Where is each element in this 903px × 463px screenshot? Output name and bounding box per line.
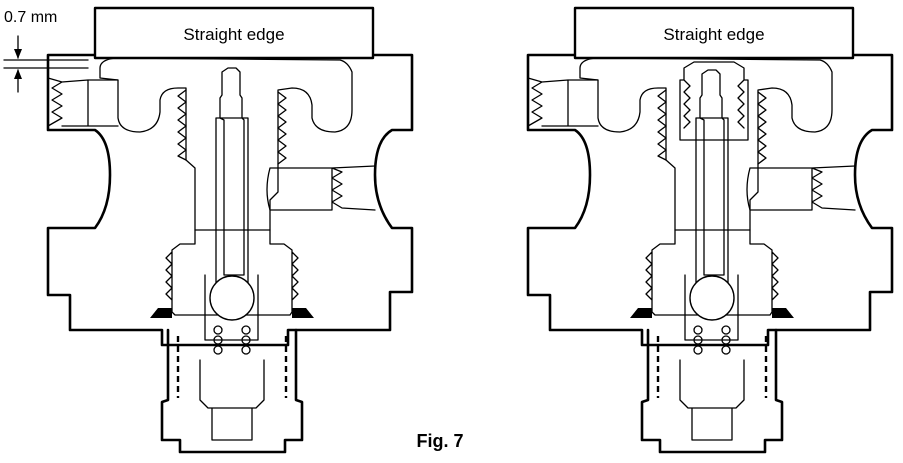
arrow-down-icon (14, 49, 22, 59)
left-valve-view: Straight edge (46, 6, 414, 454)
cap-inner (679, 359, 745, 441)
outlet-port (746, 165, 856, 211)
right-thread (277, 91, 287, 165)
left-thread (657, 89, 667, 161)
spring-coils (213, 325, 251, 355)
spring-coils (693, 325, 731, 355)
left-thread (177, 89, 187, 161)
gasket-left (630, 308, 652, 318)
gasket-right (292, 308, 314, 318)
straight-edge-bar (573, 6, 855, 60)
check-ball (209, 275, 255, 321)
valve-body-outline (526, 53, 894, 347)
internal-cavity (579, 57, 833, 231)
dimension-label: 0.7 mm (4, 9, 57, 26)
right-valve-view: Straight edge (526, 6, 894, 454)
arrow-up-icon (14, 69, 22, 79)
check-ball (689, 275, 735, 321)
seat-adjuster (679, 61, 749, 141)
dimension-lines (3, 35, 89, 93)
inlet-port (47, 77, 119, 127)
cap-inner (199, 359, 265, 441)
inlet-port (527, 77, 599, 127)
straight-edge-label: Straight edge (663, 25, 764, 44)
valve-stem (695, 69, 729, 291)
right-thread (757, 91, 767, 165)
cap-nut (640, 328, 784, 454)
straight-edge-bar (93, 6, 375, 60)
valve-stem (215, 67, 249, 291)
gasket-left (150, 308, 172, 318)
internal-cavity (99, 57, 353, 231)
valve-body-outline (46, 53, 414, 347)
gap-dimension-callout: 0.7 mm (3, 9, 89, 93)
straight-edge-label: Straight edge (183, 25, 284, 44)
gasket-right (772, 308, 794, 318)
figure-caption: Fig. 7 (416, 431, 463, 451)
outlet-port (266, 165, 376, 211)
cap-nut (160, 328, 304, 454)
